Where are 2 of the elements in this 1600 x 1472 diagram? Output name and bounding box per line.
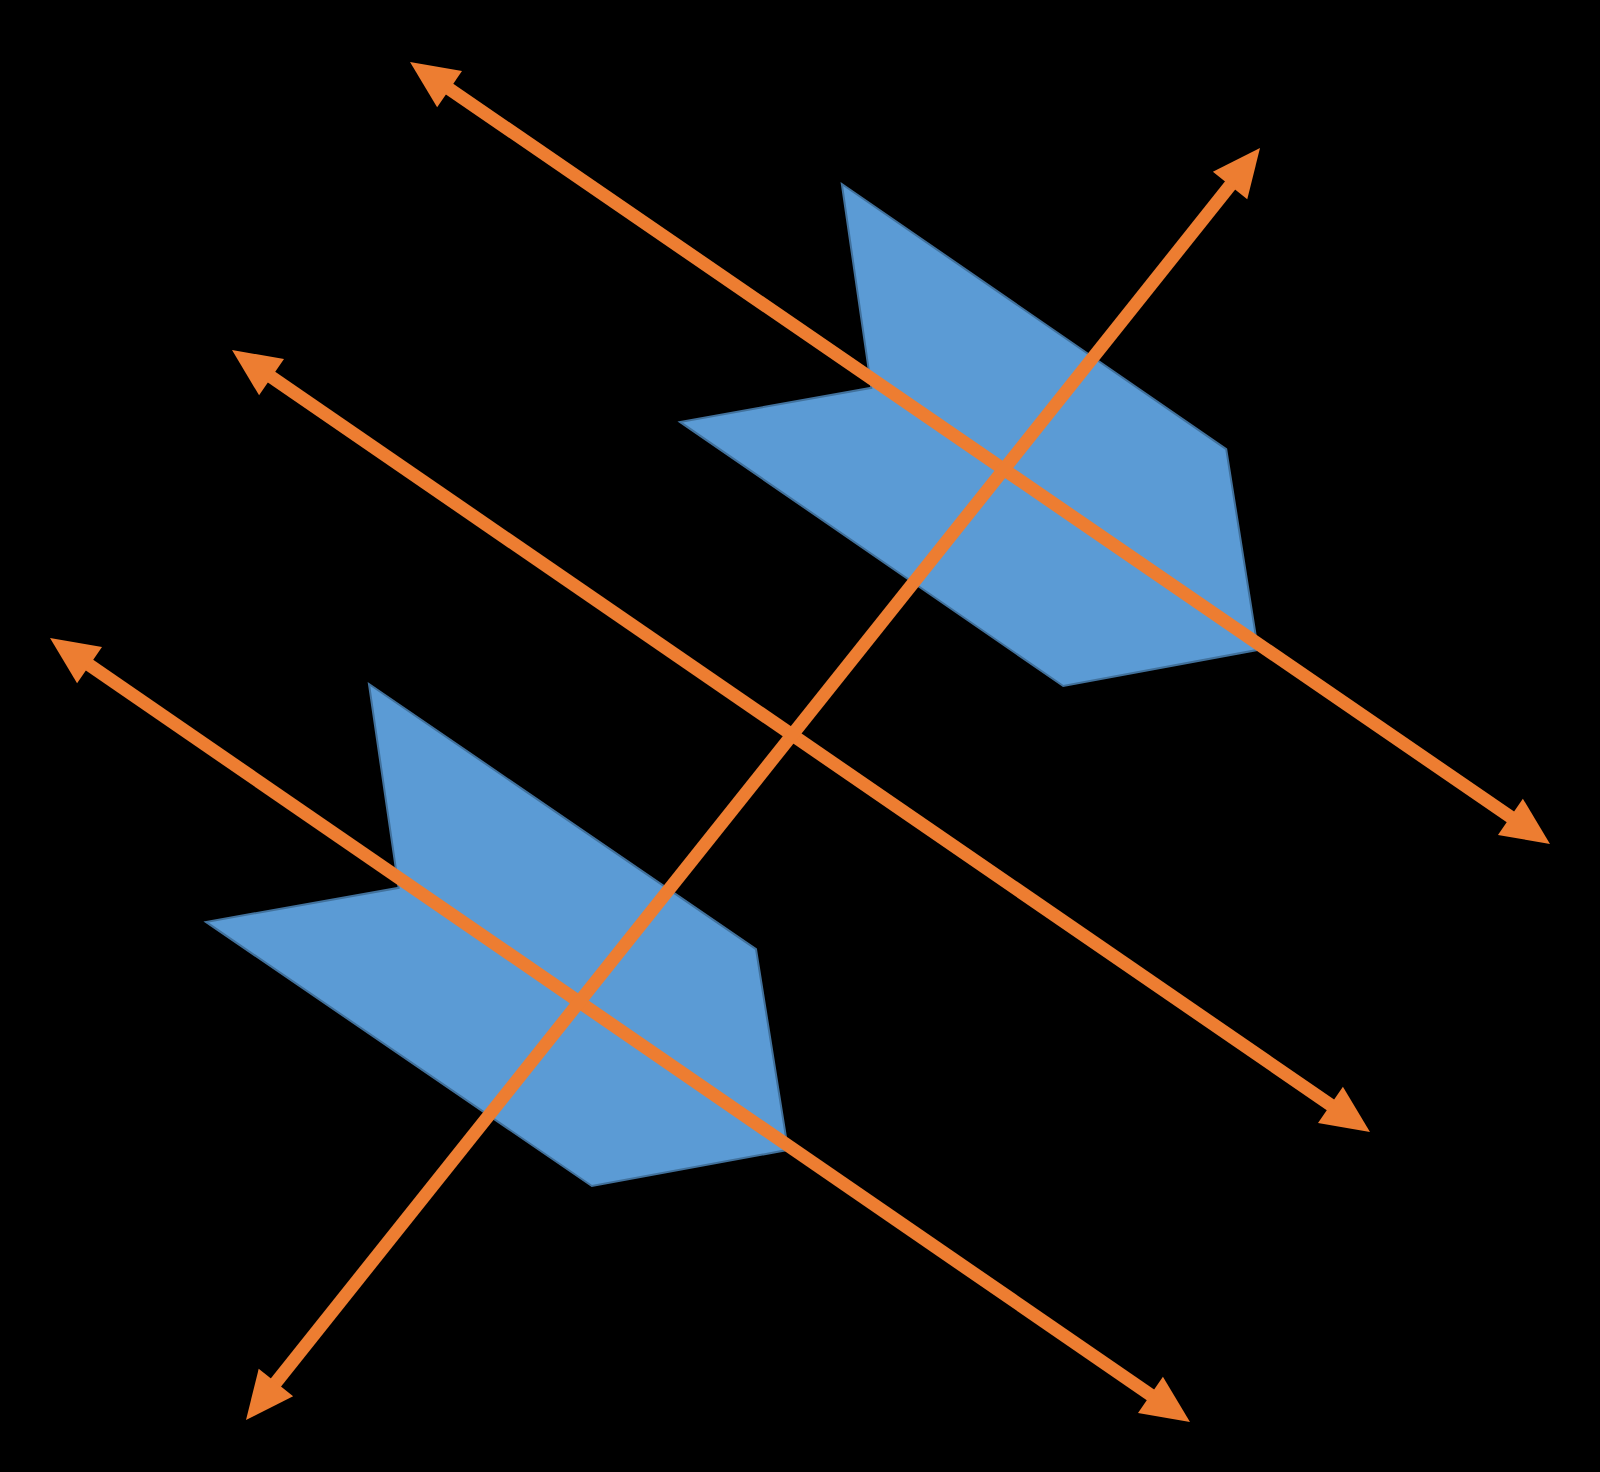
chevron-shape [206,684,788,1186]
chevron-shape [680,184,1258,686]
